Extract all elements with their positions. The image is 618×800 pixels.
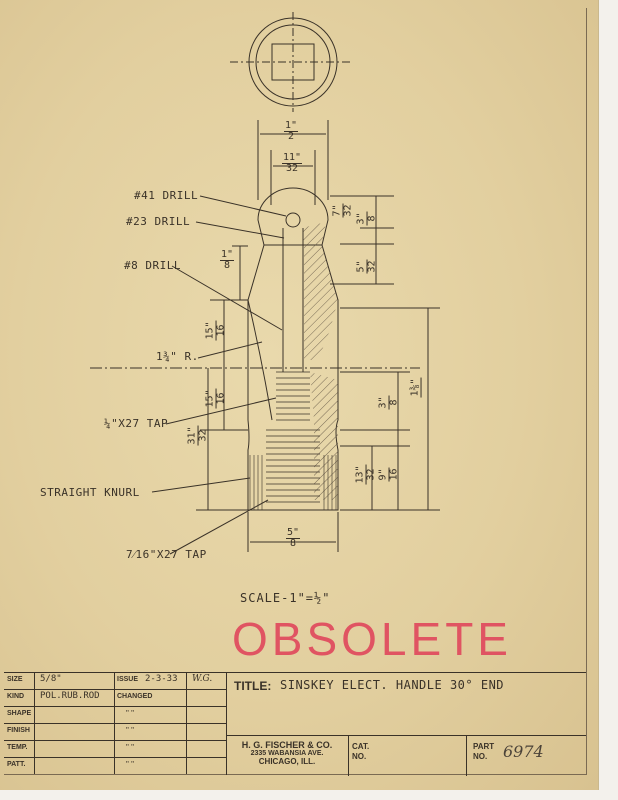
changed-key: CHANGED bbox=[117, 693, 153, 700]
dim-1-3-8: 1⅜" bbox=[409, 377, 422, 398]
drill-23-label: #23 DRILL bbox=[126, 215, 191, 228]
dim-5-32: 5"32 bbox=[355, 259, 378, 274]
title-block-specs: SIZE 5/8" ISSUE 2-3-33 W.G. KIND POL.RUB… bbox=[4, 673, 227, 775]
tap-seven-sixteenths-label: 7⁄16"X27 TAP bbox=[126, 548, 207, 561]
scale-note: SCALE-1"=½" bbox=[240, 591, 331, 605]
radius-label: 1¾" R. bbox=[156, 350, 199, 363]
dim-1-8: 1"8 bbox=[220, 249, 235, 271]
spec-key: SHAPE bbox=[7, 710, 32, 717]
drawing-title: SINSKEY ELECT. HANDLE 30° END bbox=[280, 678, 505, 692]
dim-15-16-upper: 15"16 bbox=[204, 320, 227, 341]
issue-initials: W.G. bbox=[192, 674, 213, 684]
cat-key: CAT. bbox=[352, 742, 370, 751]
company-city: CHICAGO, ILL. bbox=[258, 757, 316, 766]
issue-date: 2-3-33 bbox=[145, 674, 178, 684]
spec-row-temp: TEMP. " " bbox=[4, 741, 226, 758]
part-no-key: NO. bbox=[473, 752, 488, 761]
sheet-border bbox=[4, 8, 587, 775]
ditto-mark: " " bbox=[126, 743, 134, 752]
part-drawing bbox=[90, 12, 440, 555]
title-block-footer: H. G. FISCHER & CO. 2335 WABANSIA AVE. C… bbox=[226, 735, 586, 776]
dim-15-16-lower: 15"16 bbox=[204, 388, 227, 409]
company-address: 2335 WABANSIA AVE. bbox=[250, 750, 324, 757]
dim-13-32: 13"32 bbox=[354, 464, 377, 485]
drill-8-label: #8 DRILL bbox=[124, 259, 181, 272]
spec-key: SIZE bbox=[7, 676, 23, 683]
dim-3-8-mid: 3"8 bbox=[377, 395, 400, 410]
title-block: SIZE 5/8" ISSUE 2-3-33 W.G. KIND POL.RUB… bbox=[4, 672, 586, 776]
tap-threads-small bbox=[276, 371, 310, 421]
spec-row-kind: KIND POL.RUB.ROD CHANGED bbox=[4, 690, 226, 707]
cross-hole bbox=[285, 212, 301, 228]
section-hatch-upper bbox=[302, 222, 338, 360]
spec-value: POL.RUB.ROD bbox=[40, 691, 100, 701]
section-hatch-lower bbox=[310, 372, 338, 500]
straight-knurl bbox=[249, 455, 337, 510]
spec-key: FINISH bbox=[7, 727, 30, 734]
tap-threads-large bbox=[266, 429, 320, 503]
ditto-mark: " " bbox=[126, 709, 134, 718]
part-number-box: PART NO. 6974 bbox=[466, 736, 587, 776]
spec-row-finish: FINISH " " bbox=[4, 724, 226, 741]
spec-row-size: SIZE 5/8" ISSUE 2-3-33 W.G. bbox=[4, 673, 226, 690]
part-key: PART bbox=[473, 742, 495, 751]
ditto-mark: " " bbox=[126, 726, 134, 735]
drawing-sheet: #41 DRILL #23 DRILL #8 DRILL 1¾" R. ¼"X2… bbox=[0, 0, 599, 790]
part-no-label: PART NO. bbox=[473, 742, 494, 762]
cat-no-key: NO. bbox=[352, 752, 367, 761]
issue-key: ISSUE bbox=[117, 676, 139, 683]
dim-hole-width: 11"32 bbox=[282, 152, 303, 174]
dim-top-width: 1"2 bbox=[284, 120, 299, 142]
tap-quarter-label: ¼"X27 TAP bbox=[104, 417, 169, 430]
part-number: 6974 bbox=[503, 742, 544, 761]
obsolete-stamp: OBSOLETE bbox=[232, 613, 512, 665]
spec-row-patt: PATT. " " bbox=[4, 758, 226, 774]
ditto-mark: " " bbox=[126, 760, 134, 769]
spec-key: TEMP. bbox=[7, 744, 28, 751]
spec-key: KIND bbox=[7, 693, 25, 700]
dim-9-16: 9"16 bbox=[377, 467, 400, 482]
cat-no-label: CAT. NO. bbox=[352, 742, 369, 762]
spec-key: PATT. bbox=[7, 761, 26, 768]
company-info: H. G. FISCHER & CO. 2335 WABANSIA AVE. C… bbox=[226, 736, 349, 776]
ball-head bbox=[257, 187, 329, 246]
dim-31-32: 31"32 bbox=[186, 425, 209, 446]
dim-base-width: 5"8 bbox=[286, 527, 301, 549]
spec-value: 5/8" bbox=[40, 674, 62, 684]
dim-3-8-top: 3"8 bbox=[355, 211, 378, 226]
title-key: TITLE: bbox=[234, 679, 272, 693]
radius-profile bbox=[247, 299, 273, 421]
company-name: H. G. FISCHER & CO. bbox=[241, 740, 333, 750]
drill-41-label: #41 DRILL bbox=[134, 189, 199, 202]
dim-7-32: 7"32 bbox=[331, 203, 354, 218]
straight-knurl-label: STRAIGHT KNURL bbox=[40, 486, 140, 499]
spec-row-shape: SHAPE " " bbox=[4, 707, 226, 724]
top-view-slot bbox=[271, 43, 315, 81]
